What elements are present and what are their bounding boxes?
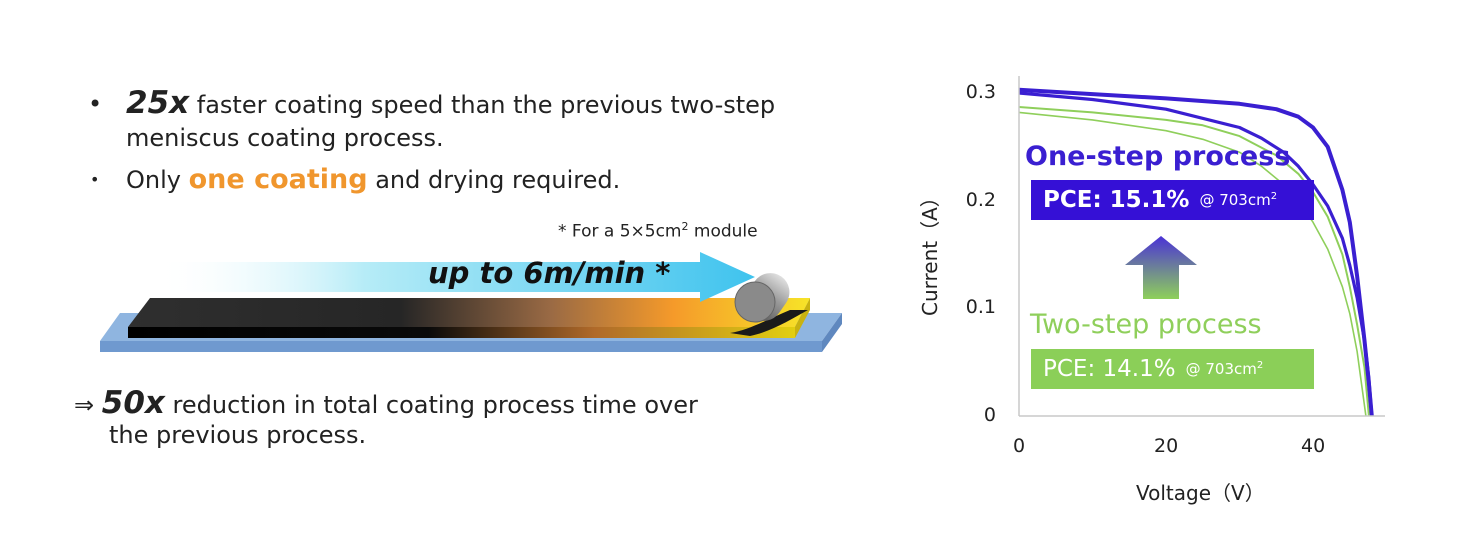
y-tick-label: 0.2: [965, 188, 996, 211]
bullet-2-highlight: one coating: [188, 164, 368, 195]
footnote: * For a 5×5cm2 module: [558, 220, 758, 242]
speed-arrow: [155, 252, 755, 302]
x-tick-label: 20: [1154, 435, 1179, 457]
conclusion-text: reduction in total coating process time …: [164, 391, 698, 419]
bullet-1-bold: 25x: [126, 85, 190, 121]
bullet-1-text: faster coating speed than the previous t…: [189, 91, 776, 119]
conclusion-line-1: ⇒ 50x reduction in total coating process…: [74, 388, 698, 421]
x-tick-label: 0: [1013, 435, 1026, 457]
bullet-dot: •: [90, 170, 100, 189]
conclusion-arrow: ⇒: [74, 391, 95, 419]
x-tick-label: 40: [1301, 435, 1326, 457]
improvement-arrow-icon: [1125, 236, 1197, 299]
footnote-post: module: [688, 221, 758, 242]
legend-one-step: One-step process: [1025, 141, 1291, 172]
pce-two-step-area: @ 703cm2: [1185, 360, 1264, 378]
speed-label: up to 6m/min *: [428, 256, 671, 290]
pce-two-step-badge: PCE: 14.1% @ 703cm2: [1031, 349, 1314, 389]
pce-two-step-value: PCE: 14.1%: [1043, 356, 1176, 382]
conclusion-line-2: the previous process.: [109, 421, 367, 449]
y-axis-title: Current（A）: [918, 187, 942, 316]
legend-two-step: Two-step process: [1030, 309, 1262, 340]
y-tick-label: 0.1: [965, 296, 996, 319]
conclusion-bold: 50x: [101, 385, 165, 421]
meniscus: [730, 310, 808, 336]
bullet-1-line-2: meniscus coating process.: [126, 124, 444, 152]
y-tick-label: 0.3: [965, 81, 996, 103]
bullet-2-post: and drying required.: [367, 166, 621, 194]
pce-one-step-value: PCE: 15.1%: [1043, 187, 1190, 213]
film-top: [128, 298, 810, 327]
substrate-side: [822, 313, 842, 352]
bullet-1-line-1: 25x faster coating speed than the previo…: [126, 88, 775, 121]
pce-one-step-badge: PCE: 15.1% @ 703cm2: [1031, 180, 1314, 220]
x-axis-title: Voltage（V）: [1136, 481, 1265, 505]
coating-illustration: [100, 252, 842, 352]
bullet-2-pre: Only: [126, 166, 189, 194]
footnote-sup: 2: [681, 220, 689, 233]
film-front: [128, 327, 795, 338]
y-tick-label: 0: [983, 404, 996, 426]
pce-one-step-area: @ 703cm2: [1199, 191, 1278, 209]
substrate-front: [100, 341, 822, 352]
roller-end: [734, 281, 776, 323]
footnote-pre: * For a 5×5cm: [558, 221, 682, 242]
bullet-2: Only one coating and drying required.: [126, 164, 620, 196]
bullet-dot: •: [88, 90, 103, 118]
film-side: [795, 298, 810, 338]
